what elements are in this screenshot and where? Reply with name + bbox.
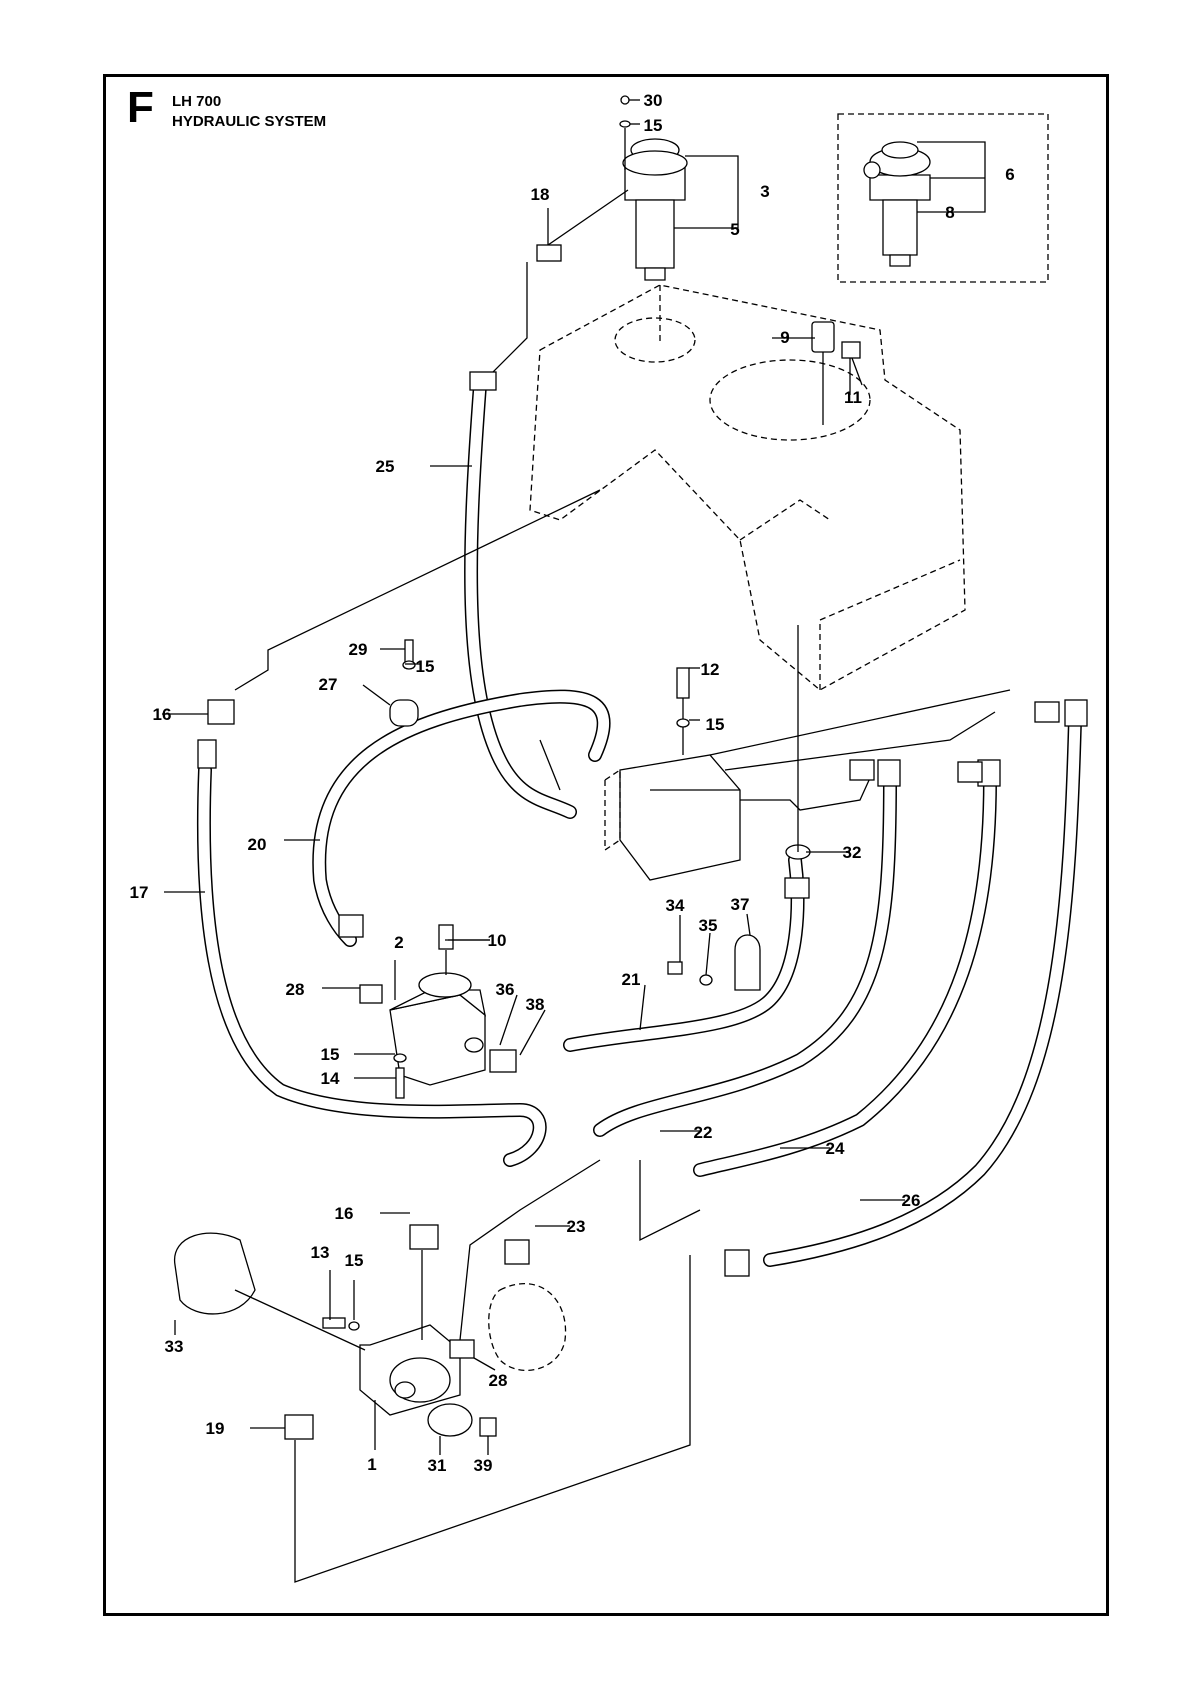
callout-30: 30 [644, 91, 663, 110]
washer-15-clamp [402, 660, 416, 670]
callout-38: 38 [526, 995, 545, 1014]
leader-6-8 [917, 141, 986, 213]
elbow-26 [409, 1224, 439, 1250]
fitting-10 [438, 924, 454, 950]
o-ring-31 [427, 1403, 473, 1437]
callout-10: 10 [488, 931, 507, 950]
hose-20 [312, 689, 611, 947]
leader-3-5 [674, 155, 739, 229]
washer-15-pump [393, 1053, 407, 1063]
gearbox-outline [488, 1283, 567, 1371]
o-ring-36 [464, 1037, 484, 1053]
pump-1 [359, 1324, 461, 1416]
hose-17 [196, 763, 547, 1167]
callout-16: 16 [153, 705, 172, 724]
callout-35: 35 [699, 916, 718, 935]
screw-34 [667, 961, 683, 975]
callout-15: 15 [706, 715, 725, 734]
callout-14: 14 [321, 1069, 340, 1088]
callout-17: 17 [130, 883, 149, 902]
plug-11 [841, 341, 861, 359]
fitting-25-top [469, 371, 497, 391]
callout-32: 32 [843, 843, 862, 862]
hose-23 [763, 713, 1082, 1267]
fitting-28-pump [359, 984, 383, 1004]
callout-26: 26 [902, 1191, 921, 1210]
diagram-title: HYDRAULIC SYSTEM [172, 113, 327, 130]
callout-12: 12 [701, 660, 720, 679]
callout-1: 1 [367, 1455, 376, 1474]
callout-16: 16 [335, 1204, 354, 1223]
coupling-33 [174, 1232, 256, 1315]
callout-5: 5 [730, 220, 739, 239]
elbow-16-lower [504, 1239, 530, 1265]
model-name: LH 700 [172, 93, 222, 110]
callout-28: 28 [489, 1371, 508, 1390]
callout-21: 21 [622, 970, 641, 989]
hose-25 [464, 378, 577, 819]
return-line-16 [234, 489, 601, 691]
fitting-18 [536, 244, 562, 262]
coupling-39 [479, 1417, 497, 1437]
callout-13: 13 [311, 1243, 330, 1262]
callout-15: 15 [416, 657, 435, 676]
callout-19: 19 [206, 1419, 225, 1438]
callout-37: 37 [731, 895, 750, 914]
callout-20: 20 [248, 835, 267, 854]
callout-28: 28 [286, 980, 305, 999]
screw-12 [676, 667, 690, 699]
callout-34: 34 [666, 896, 685, 915]
screw-14 [395, 1067, 405, 1099]
hose-21-end [784, 877, 810, 899]
callout-31: 31 [428, 1456, 447, 1475]
alternate-filter-drawing [863, 141, 931, 267]
callout-22: 22 [694, 1123, 713, 1142]
clamp-27 [389, 699, 419, 727]
elbow-28-lower [449, 1339, 475, 1359]
callout-36: 36 [496, 980, 515, 999]
elbow-38 [489, 1049, 517, 1073]
alternate-filter-inset [837, 113, 1049, 283]
callout-29: 29 [349, 640, 368, 659]
control-valve-block [604, 754, 741, 881]
fitting-20-bottom [338, 914, 364, 938]
breather-9 [811, 321, 835, 353]
callout-9: 9 [780, 328, 789, 347]
pump-2 [389, 972, 486, 1086]
elbow-16-top [207, 699, 235, 725]
callout-3: 3 [760, 182, 769, 201]
section-letter: F [127, 83, 154, 132]
callout-23: 23 [567, 1217, 586, 1236]
screw-30 [620, 95, 630, 105]
callout-39: 39 [474, 1456, 493, 1475]
drawing-frame [103, 74, 1109, 1616]
callout-18: 18 [531, 185, 550, 204]
washer-15-top [619, 120, 631, 128]
callout-15: 15 [644, 116, 663, 135]
callout-24: 24 [826, 1139, 845, 1158]
callout-25: 25 [376, 457, 395, 476]
callout-6: 6 [1005, 165, 1014, 184]
washer-35 [699, 974, 713, 986]
callout-11: 11 [844, 388, 862, 407]
callout-27: 27 [319, 675, 338, 694]
callout-15: 15 [345, 1251, 364, 1270]
washer-15-lower [348, 1321, 360, 1331]
hydraulic-tank-outline [529, 284, 966, 691]
callout-33: 33 [165, 1337, 184, 1356]
hose-21 [563, 853, 805, 1052]
callout-2: 2 [394, 933, 403, 952]
return-filter-drawing [622, 138, 688, 281]
callout-8: 8 [945, 203, 954, 222]
elbow-19 [284, 1414, 314, 1440]
washer-15-valve [676, 718, 690, 728]
clip-37 [734, 934, 761, 991]
fitting-23-lower [724, 1249, 750, 1277]
screw-13 [322, 1317, 346, 1329]
leader-18 [547, 189, 629, 247]
callout-15: 15 [321, 1045, 340, 1064]
